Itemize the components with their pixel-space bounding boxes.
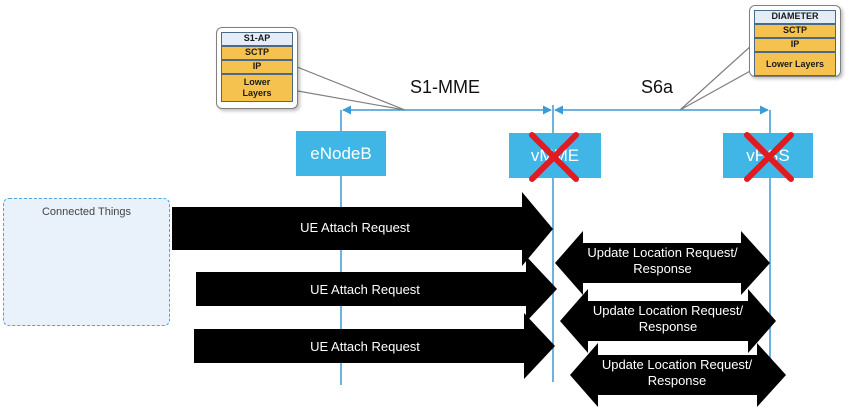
attach-arrow-1 [172, 192, 553, 266]
right-stack-callout-pointer [679, 43, 753, 111]
s6a-protocol-stack: DIAMETER SCTP IP Lower Layers [749, 5, 841, 77]
connected-things-title: Connected Things [41, 206, 132, 218]
s1-protocol-stack: S1-AP SCTP IP Lower Layers [216, 27, 298, 109]
stack-layer-ip: IP [221, 60, 293, 74]
location-arrow-2 [560, 289, 776, 353]
location-arrow-1 [555, 231, 770, 295]
s1-mme-label: S1-MME [410, 77, 481, 97]
stack-layer-ip: IP [754, 38, 836, 52]
attach-arrow-2 [196, 256, 557, 322]
stack-layer-lower: Lower Layers [221, 74, 293, 102]
location-update-label-3: Update Location Request/ Response [601, 357, 753, 388]
s6a-label: S6a [641, 77, 674, 97]
stack-layer-lower: Lower Layers [754, 52, 836, 76]
stack-layer-s1ap: S1-AP [221, 32, 293, 46]
attach-request-label-3: UE Attach Request [310, 339, 420, 354]
stack-layer-diameter: DIAMETER [754, 10, 836, 24]
connected-things-panel: Connected Things [3, 198, 170, 326]
stack-layer-sctp: SCTP [754, 24, 836, 38]
enodeb-label: eNodeB [310, 144, 372, 163]
attach-request-label-2: UE Attach Request [310, 282, 420, 297]
left-stack-callout-pointer [291, 64, 406, 111]
location-arrow-3 [570, 343, 786, 407]
attach-arrow-3 [194, 313, 555, 379]
stack-layer-sctp: SCTP [221, 46, 293, 60]
location-update-label-1: Update Location Request/ Response [587, 245, 738, 276]
location-update-label-2: Update Location Request/ Response [592, 303, 744, 334]
enodeb-node[interactable]: eNodeB [296, 131, 386, 176]
attach-request-label-1: UE Attach Request [300, 220, 410, 235]
vmme-failure-cross-icon [529, 132, 579, 182]
vhss-failure-cross-icon [744, 132, 794, 182]
